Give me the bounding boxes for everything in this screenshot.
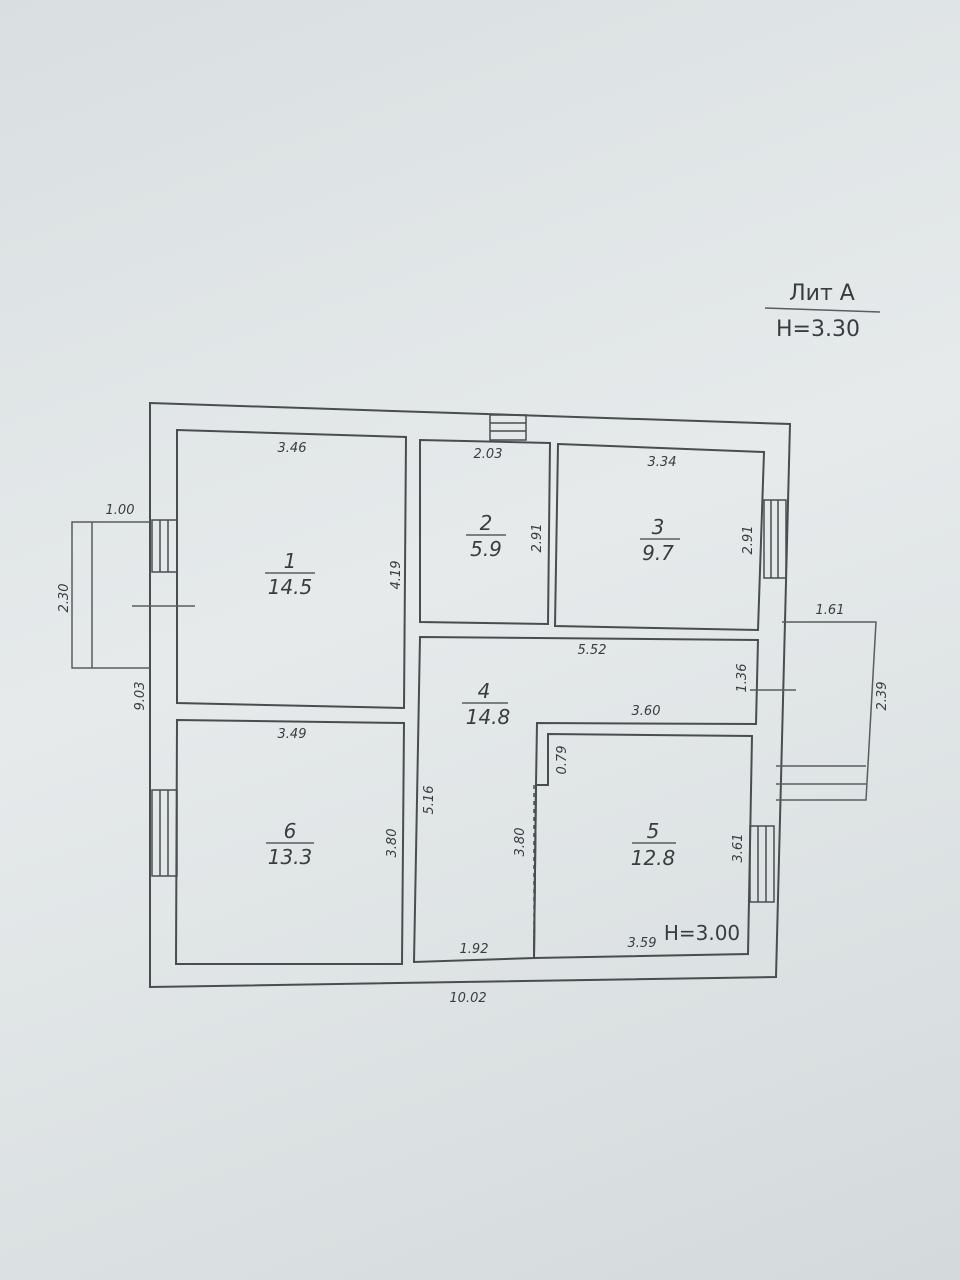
dim-overall-left: 9.03: [133, 682, 148, 711]
room-6-label: 6 13.3: [266, 819, 314, 869]
svg-text:6: 6: [284, 819, 297, 843]
room-1-label: 1 14.5: [265, 549, 315, 599]
svg-text:2: 2: [480, 511, 493, 535]
svg-text:3: 3: [652, 515, 665, 539]
room-6-outline: [174, 718, 406, 965]
dim-porch-left-w: 1.00: [106, 503, 135, 518]
room-3-label: 3 9.7: [640, 515, 680, 565]
dim-r6-top: 3.49: [278, 727, 307, 742]
windows: [151, 414, 787, 903]
title-line1: Лит А: [789, 281, 855, 306]
svg-text:14.8: 14.8: [466, 705, 511, 729]
title-divider: [764, 307, 881, 313]
dim-r5-bottom: 3.59: [628, 936, 657, 951]
dim-porch-left-h: 2.30: [57, 584, 72, 613]
dim-r5-notch: 0.79: [555, 746, 570, 775]
dim-r4-bottom: 1.92: [460, 942, 489, 957]
room-1-outline: [176, 428, 408, 710]
height-note: Н=3.00: [664, 921, 740, 945]
svg-text:9.7: 9.7: [642, 541, 674, 565]
svg-text:12.8: 12.8: [631, 846, 676, 870]
title-line2: Н=3.30: [776, 317, 860, 342]
dim-r5-right: 3.61: [731, 834, 746, 863]
room-5-outline: [532, 732, 754, 960]
dim-r2-right: 2.91: [530, 524, 545, 553]
dim-r4-mid: 3.60: [632, 704, 661, 719]
dim-overall-bottom: 10.02: [449, 991, 486, 1006]
room-4-outline: [412, 635, 760, 964]
svg-text:1: 1: [284, 549, 297, 573]
dim-porch-right-w: 1.61: [816, 603, 845, 618]
svg-text:13.3: 13.3: [268, 845, 313, 869]
svg-text:14.5: 14.5: [268, 575, 313, 599]
porch-right: [750, 621, 877, 801]
svg-text:5.9: 5.9: [470, 537, 502, 561]
porch-left: [71, 521, 195, 669]
dim-r4-left: 5.16: [422, 786, 437, 815]
room-4-label: 4 14.8: [462, 679, 510, 729]
room-3-outline: [553, 442, 766, 632]
dim-r4-top: 5.52: [578, 643, 607, 658]
dim-r2-top: 2.03: [474, 447, 503, 462]
dim-r3-top: 3.34: [648, 455, 677, 470]
svg-text:4: 4: [478, 679, 491, 703]
dim-r6-right: 3.80: [385, 829, 400, 858]
dim-r1-top: 3.46: [278, 441, 307, 456]
svg-text:5: 5: [647, 819, 660, 843]
dimensions: 3.46 4.19 2.03 2.91 3.34 2.91 5.52 3.60 …: [57, 441, 890, 1006]
title-block: Лит А Н=3.30: [764, 281, 881, 342]
room-2-label: 2 5.9: [466, 511, 506, 561]
dim-r1-right: 4.19: [389, 561, 404, 590]
room-2-outline: [419, 438, 552, 626]
dim-r3-right: 2.91: [741, 526, 756, 555]
dim-r4-right: 1.36: [735, 664, 750, 693]
dim-r5-left: 3.80: [513, 828, 528, 857]
room-5-label: 5 12.8: [631, 819, 676, 870]
outer-wall: [149, 401, 792, 989]
dim-porch-right-h: 2.39: [875, 682, 890, 711]
